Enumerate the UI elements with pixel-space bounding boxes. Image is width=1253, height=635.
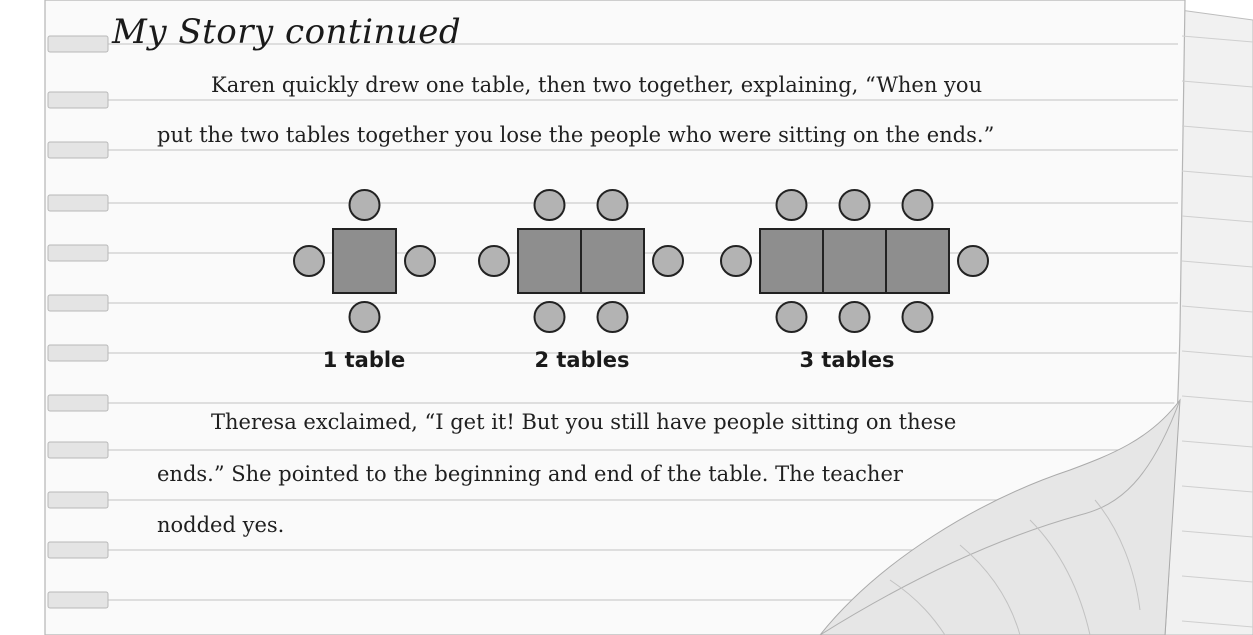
chair-top [535,190,565,220]
chair-bottom [535,302,565,332]
table-square [333,229,396,293]
arrangement-2 [479,190,683,332]
chair-bottom [777,302,807,332]
table-square [760,229,823,293]
chair-bottom [598,302,628,332]
table-square [518,229,581,293]
paragraph2-line3: nodded yes. [157,515,284,536]
chair-top [350,190,380,220]
chair-top [840,190,870,220]
chair-top [903,190,933,220]
chair-top [598,190,628,220]
caption-2-tables: 2 tables [534,350,629,371]
table-square [886,229,949,293]
chair-end-right [405,246,435,276]
table-square [581,229,644,293]
chair-bottom [350,302,380,332]
chair-end-left [294,246,324,276]
chair-bottom [840,302,870,332]
paragraph2-line2: ends.” She pointed to the beginning and … [157,464,903,485]
paragraph2-line1: Theresa exclaimed, “I get it! But you st… [211,412,956,433]
table-square [823,229,886,293]
caption-3-tables: 3 tables [799,350,894,371]
arrangement-3 [721,190,988,332]
arrangement-1 [294,190,435,332]
chair-end-right [653,246,683,276]
chair-end-left [479,246,509,276]
chair-end-right [958,246,988,276]
chair-top [777,190,807,220]
caption-1-table: 1 table [323,350,406,371]
chair-bottom [903,302,933,332]
chair-end-left [721,246,751,276]
